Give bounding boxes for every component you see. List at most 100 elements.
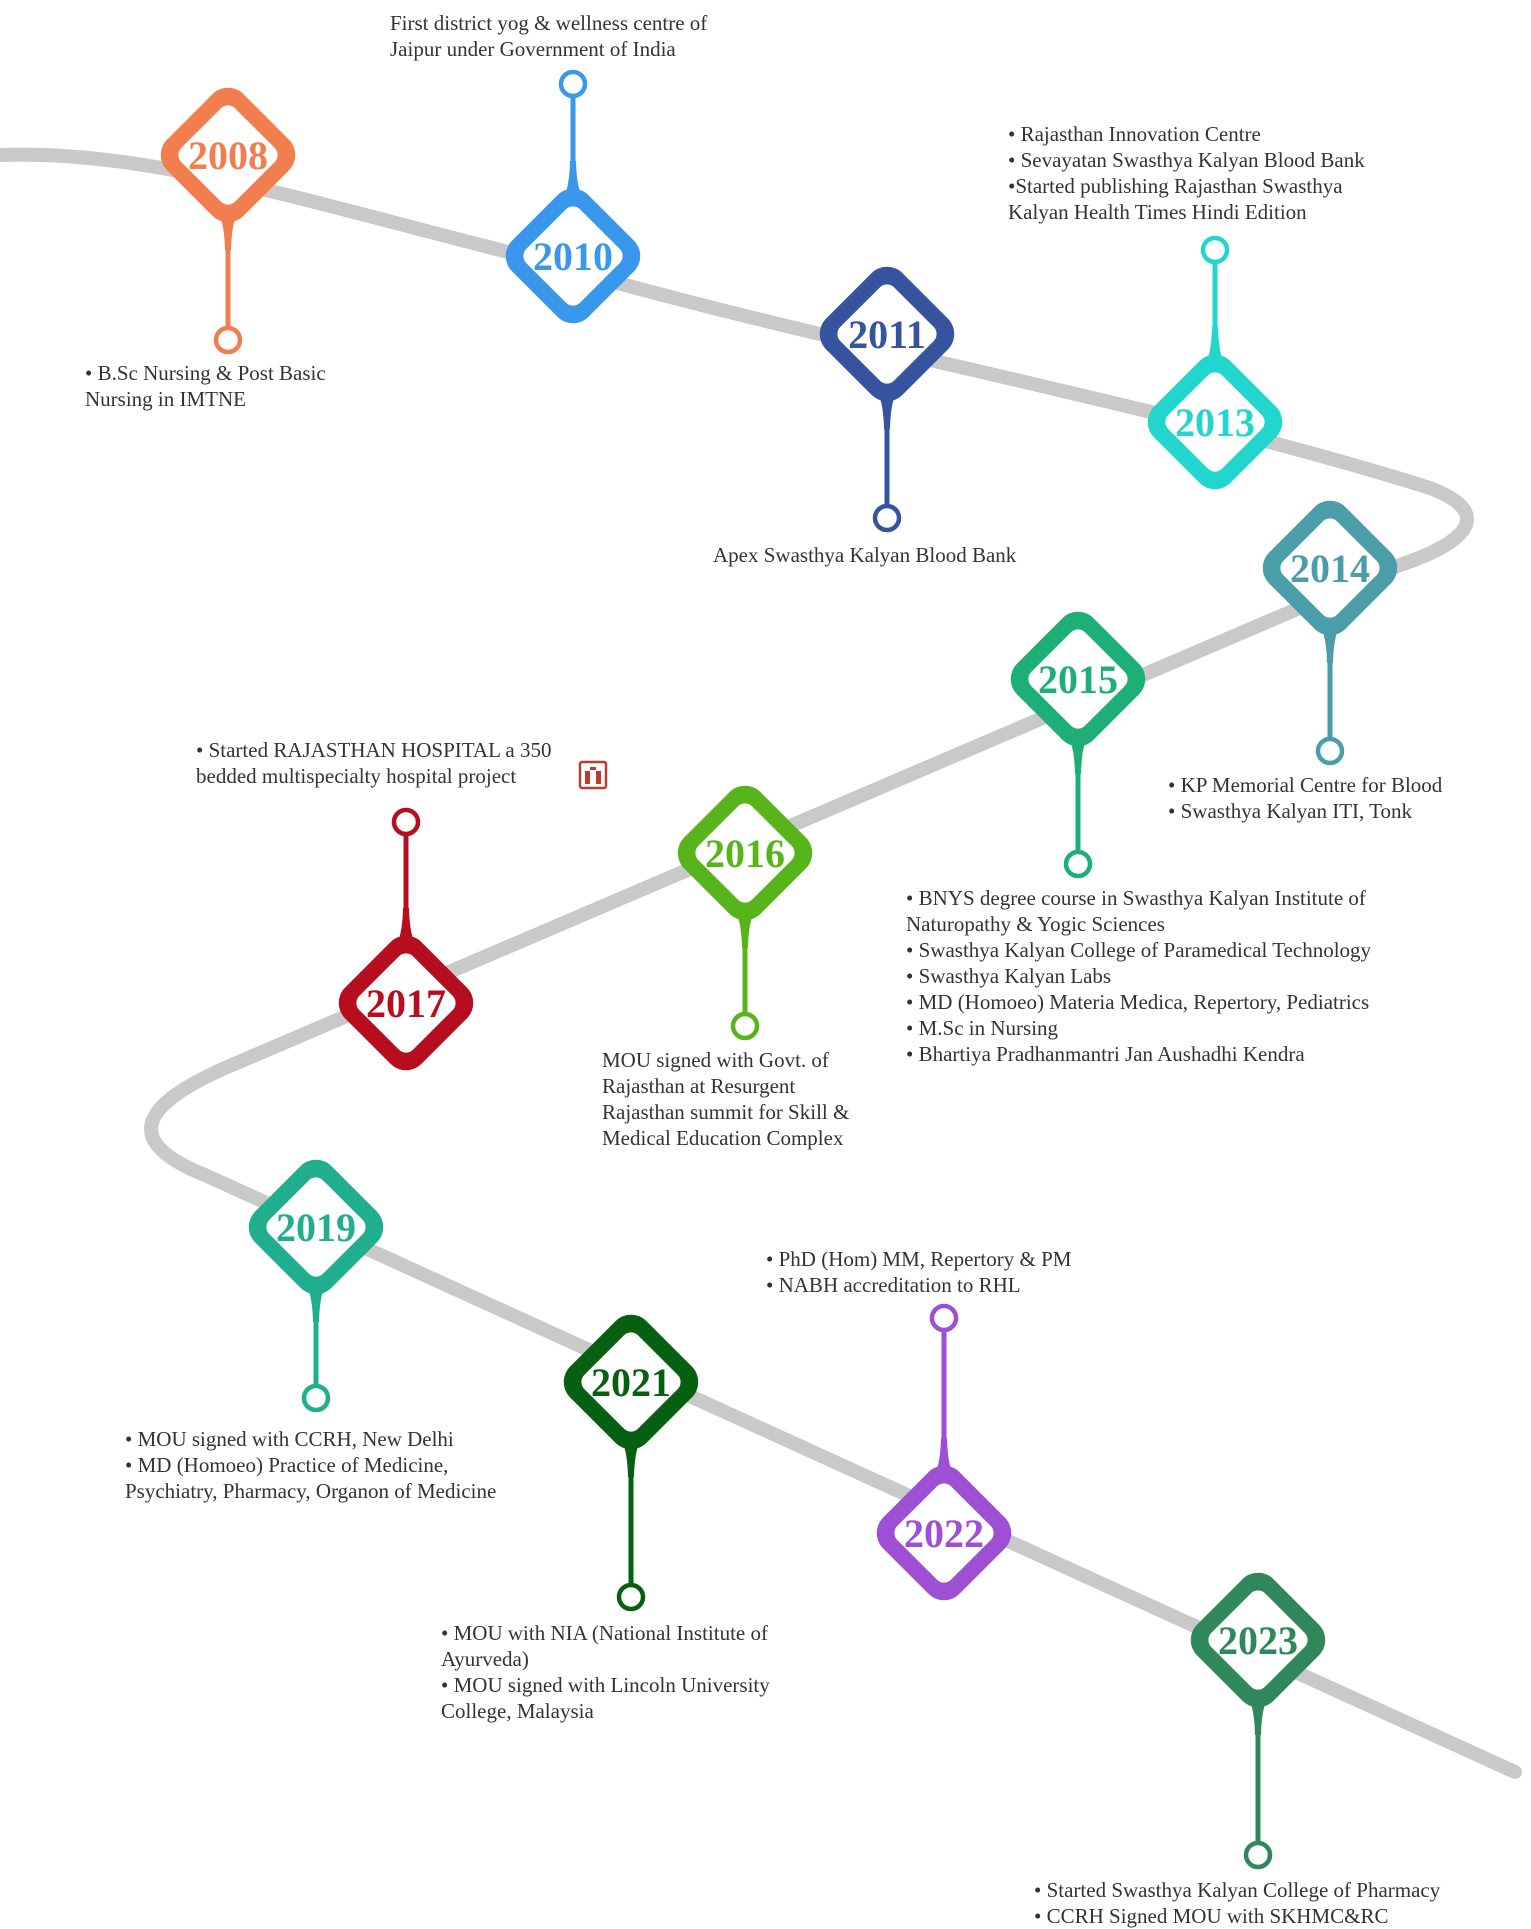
year-diamond-inner-2022 [894, 1483, 994, 1583]
note-line: First district yog & wellness centre of [390, 11, 708, 35]
note-line: • NABH accreditation to RHL [766, 1273, 1021, 1297]
year-diamond-inner-2014 [1280, 518, 1380, 618]
milestone-2023: 2023 [1190, 1572, 1326, 1870]
year-diamond-inner-2016 [695, 803, 795, 903]
note-line: bedded multispecialty hospital project [196, 764, 517, 788]
note-line: • MOU with NIA (National Institute of [441, 1621, 768, 1645]
note-line: Nursing in IMTNE [85, 387, 246, 411]
milestone-2016: 2016 [677, 785, 813, 1041]
year-diamond-inner-2017 [356, 953, 456, 1053]
milestone-note-2014: • KP Memorial Centre for Blood• Swasthya… [1168, 772, 1442, 824]
stem-end-circle-2022 [929, 1303, 959, 1333]
stem-taper-2019 [292, 1274, 340, 1322]
stem-end-circle-2010 [558, 69, 588, 99]
stem-taper-2013 [1191, 327, 1239, 375]
milestone-note-2022: • PhD (Hom) MM, Repertory & PM• NABH acc… [766, 1246, 1071, 1298]
stem-end-circle-2015 [1063, 849, 1093, 879]
stem-end-circle-2008 [213, 325, 243, 355]
stem-taper-2014 [1306, 615, 1354, 663]
milestone-2022: 2022 [876, 1303, 1012, 1601]
note-line: • Swasthya Kalyan College of Paramedical… [906, 938, 1372, 962]
milestone-2014: 2014 [1262, 500, 1398, 766]
note-line: • MD (Homoeo) Materia Medica, Repertory,… [906, 990, 1370, 1014]
note-line: Apex Swasthya Kalyan Blood Bank [713, 543, 1017, 567]
year-diamond-inner-2010 [523, 206, 623, 306]
year-label: 2023 [1218, 1618, 1298, 1663]
note-line: • Started RAJASTHAN HOSPITAL a 350 [196, 738, 552, 762]
year-label: 2021 [591, 1360, 671, 1405]
stem-end-circle-2011 [872, 503, 902, 533]
note-line: • Rajasthan Innovation Centre [1008, 122, 1261, 146]
note-line: Psychiatry, Pharmacy, Organon of Medicin… [125, 1479, 497, 1503]
note-line: • CCRH Signed MOU with SKHMC&RC [1034, 1904, 1389, 1928]
year-label: 2022 [904, 1511, 984, 1556]
note-line: Ayurveda) [441, 1647, 529, 1671]
year-diamond-inner-2008 [178, 105, 278, 205]
year-label: 2013 [1175, 400, 1255, 445]
year-diamond-inner-2021 [581, 1332, 681, 1432]
note-line: • MOU signed with Lincoln University [441, 1673, 770, 1697]
year-diamond-inner-2019 [266, 1177, 366, 1277]
note-line: • MD (Homoeo) Practice of Medicine, [125, 1453, 449, 1477]
year-label: 2015 [1038, 657, 1118, 702]
milestone-2008: 2008 [160, 87, 296, 355]
stem-end-circle-2019 [301, 1383, 331, 1413]
stem-end-circle-2021 [616, 1582, 646, 1612]
year-diamond-inner-2013 [1165, 372, 1265, 472]
stem-taper-2016 [721, 900, 769, 948]
stem-taper-2021 [607, 1429, 655, 1477]
year-label: 2017 [366, 981, 446, 1026]
milestone-note-2013: • Rajasthan Innovation Centre• Sevayatan… [1008, 121, 1365, 225]
note-line: College, Malaysia [441, 1699, 594, 1723]
note-line: • Swasthya Kalyan Labs [906, 964, 1112, 988]
note-line: Kalyan Health Times Hindi Edition [1008, 200, 1307, 224]
milestone-2015: 2015 [1010, 611, 1146, 879]
stem-end-circle-2014 [1315, 736, 1345, 766]
milestone-note-2019: • MOU signed with CCRH, New Delhi• MD (H… [125, 1426, 496, 1504]
stem-taper-2008 [204, 202, 252, 250]
note-line: • Started Swasthya Kalyan College of Pha… [1034, 1878, 1441, 1902]
year-diamond-inner-2011 [837, 284, 937, 384]
note-line: •Started publishing Rajasthan Swasthya [1008, 174, 1343, 198]
hospital-building-icon [578, 760, 608, 790]
note-line: Jaipur under Government of India [390, 37, 676, 61]
stem-taper-2010 [549, 161, 597, 209]
year-label: 2008 [188, 133, 268, 178]
year-label: 2010 [533, 234, 613, 279]
note-line: • MOU signed with CCRH, New Delhi [125, 1427, 454, 1451]
note-line: Rajasthan summit for Skill & [602, 1100, 850, 1124]
stem-end-circle-2017 [391, 807, 421, 837]
note-line: Rajasthan at Resurgent [602, 1074, 796, 1098]
note-line: • KP Memorial Centre for Blood [1168, 773, 1443, 797]
stem-end-circle-2016 [730, 1011, 760, 1041]
note-line: • Bhartiya Pradhanmantri Jan Aushadhi Ke… [906, 1042, 1305, 1066]
year-diamond-inner-2015 [1028, 629, 1128, 729]
milestone-note-2011: Apex Swasthya Kalyan Blood Bank [713, 542, 1016, 568]
stem-taper-2022 [920, 1438, 968, 1486]
milestone-2021: 2021 [563, 1314, 699, 1612]
stem-taper-2015 [1054, 726, 1102, 774]
note-line: • Sevayatan Swasthya Kalyan Blood Bank [1008, 148, 1365, 172]
stem-taper-2011 [863, 381, 911, 429]
note-line: • B.Sc Nursing & Post Basic [85, 361, 326, 385]
year-label: 2016 [705, 831, 785, 876]
stem-end-circle-2013 [1200, 235, 1230, 265]
milestone-note-2015: • BNYS degree course in Swasthya Kalyan … [906, 885, 1371, 1067]
year-label: 2019 [276, 1205, 356, 1250]
stem-taper-2017 [382, 908, 430, 956]
note-line: Medical Education Complex [602, 1126, 844, 1150]
note-line: • Swasthya Kalyan ITI, Tonk [1168, 799, 1413, 823]
milestone-2013: 2013 [1147, 235, 1283, 490]
milestone-2019: 2019 [248, 1159, 384, 1413]
milestone-2017: 2017 [338, 807, 474, 1071]
year-label: 2014 [1290, 546, 1370, 591]
note-line: • M.Sc in Nursing [906, 1016, 1059, 1040]
timeline-road [0, 147, 1522, 1779]
note-line: • PhD (Hom) MM, Repertory & PM [766, 1247, 1072, 1271]
